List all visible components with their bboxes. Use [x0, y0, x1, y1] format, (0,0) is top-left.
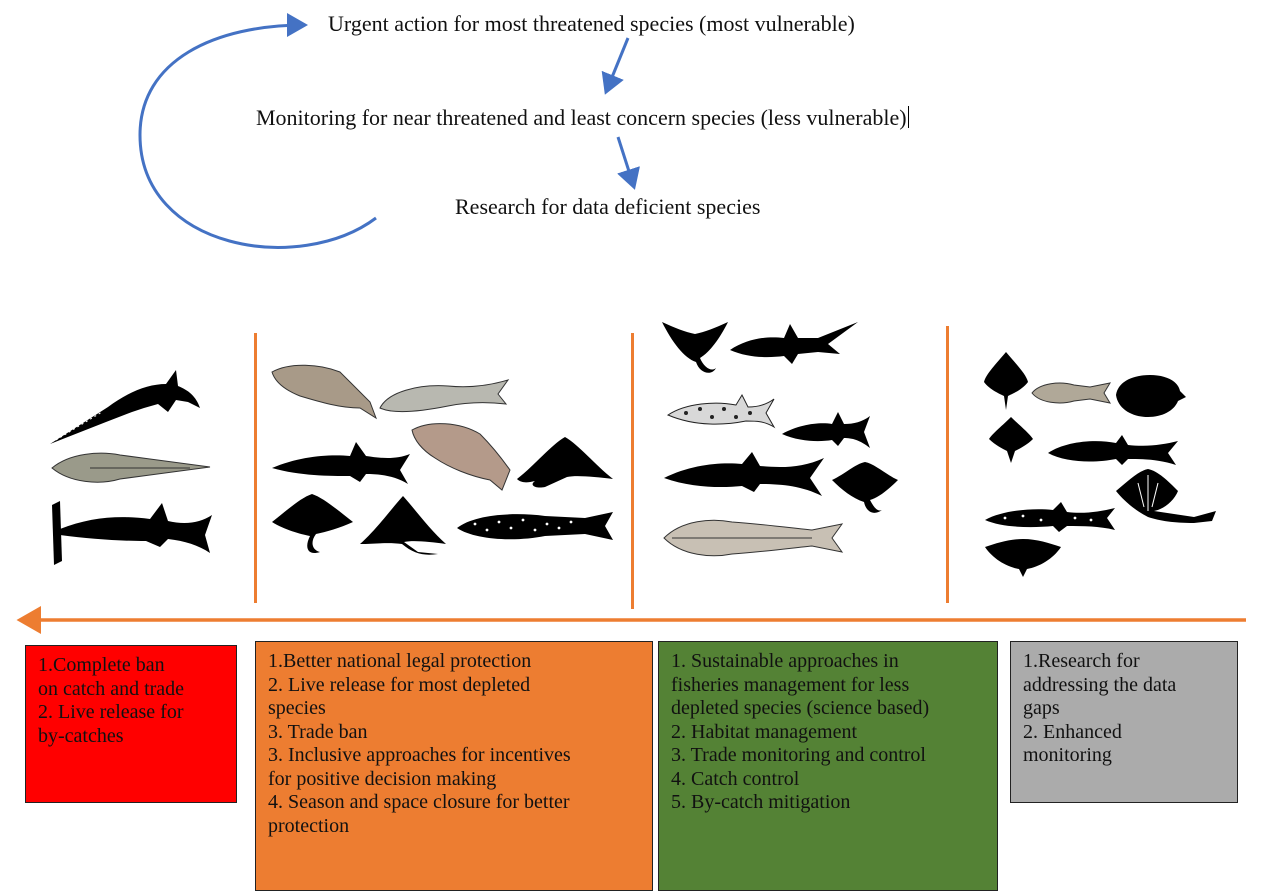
- column-divider: [631, 333, 634, 609]
- column-divider: [946, 326, 949, 603]
- action-box-green: 1. Sustainable approaches in fisheries m…: [658, 641, 998, 891]
- action-item: by-catches: [38, 724, 124, 747]
- flow-arrow-2: [616, 136, 640, 190]
- action-item: on catch and trade: [38, 677, 185, 700]
- column-divider: [254, 333, 257, 603]
- guitarfish-icon: [51, 452, 211, 483]
- thresher-shark-icon: [730, 322, 858, 364]
- stingray-icon: [1116, 469, 1216, 523]
- action-item: 3. Trade monitoring and control: [671, 744, 926, 766]
- guitarfish-icon: [1031, 382, 1112, 404]
- action-item: 3. Trade ban: [268, 720, 368, 743]
- guitarfish-icon: [379, 379, 510, 413]
- leopard-shark-icon: [666, 393, 776, 429]
- action-item: 5. By-catch mitigation: [671, 791, 851, 813]
- guitarfish-icon: [663, 519, 844, 557]
- skate-icon: [989, 417, 1033, 463]
- action-item: species: [268, 697, 326, 719]
- action-item: 1.Research for: [1023, 650, 1140, 672]
- action-item: for positive decision making: [268, 767, 497, 790]
- flow-step-urgent-action: Urgent action for most threatened specie…: [328, 11, 855, 36]
- catshark-icon: [1048, 435, 1178, 465]
- action-item: monitoring: [1023, 744, 1112, 766]
- skate-icon: [984, 352, 1028, 410]
- whale-shark-icon: [457, 512, 613, 540]
- action-item: 4. Catch control: [671, 767, 800, 790]
- manta-ray-icon: [517, 437, 613, 488]
- skate-icon: [271, 364, 377, 420]
- flow-step-research: Research for data deficient species: [455, 194, 761, 219]
- butterfly-ray-icon: [985, 539, 1061, 577]
- action-item: 1.Complete ban: [38, 654, 165, 676]
- stingray-icon: [411, 423, 511, 491]
- feedback-loop-arrow: [138, 13, 377, 249]
- action-item: depleted species (science based): [671, 697, 930, 719]
- action-item: protection: [268, 814, 350, 837]
- text-cursor: [907, 106, 910, 128]
- flow-arrow-1: [601, 37, 630, 95]
- shark-icon: [782, 412, 870, 448]
- action-item: 2. Live release for most depleted: [268, 673, 531, 696]
- eagle-ray-icon: [662, 322, 728, 373]
- eagle-ray-icon: [272, 494, 353, 554]
- sawfish-icon: [50, 370, 200, 444]
- action-item: 2. Enhanced: [1023, 720, 1122, 743]
- action-item: gaps: [1023, 697, 1060, 719]
- action-item: 1.Better national legal protection: [268, 650, 532, 672]
- butterfly-ray-icon: [1116, 375, 1186, 417]
- action-item: 1. Sustainable approaches in: [671, 650, 899, 672]
- action-item: 2. Habitat management: [671, 720, 858, 743]
- action-item: 2. Live release for: [38, 701, 184, 723]
- shark-icon: [272, 442, 410, 484]
- action-box-orange: 1.Better national legal protection 2. Li…: [255, 641, 653, 891]
- flow-step-monitoring: Monitoring for near threatened and least…: [256, 106, 910, 129]
- manta-ray-icon: [360, 496, 446, 555]
- hammerhead-shark-icon: [52, 501, 212, 565]
- action-item: 4. Season and space closure for better: [268, 791, 570, 813]
- action-item: fisheries management for less: [671, 673, 910, 696]
- manta-ray-icon: [832, 462, 898, 513]
- catshark-icon: [985, 502, 1115, 532]
- shark-icon: [664, 452, 824, 496]
- action-box-red: 1.Complete ban on catch and trade 2. Liv…: [25, 645, 237, 803]
- action-item: 3. Inclusive approaches for incentives: [268, 744, 571, 766]
- action-box-grey: 1.Research for addressing the data gaps …: [1010, 641, 1238, 803]
- action-item: addressing the data: [1023, 673, 1177, 696]
